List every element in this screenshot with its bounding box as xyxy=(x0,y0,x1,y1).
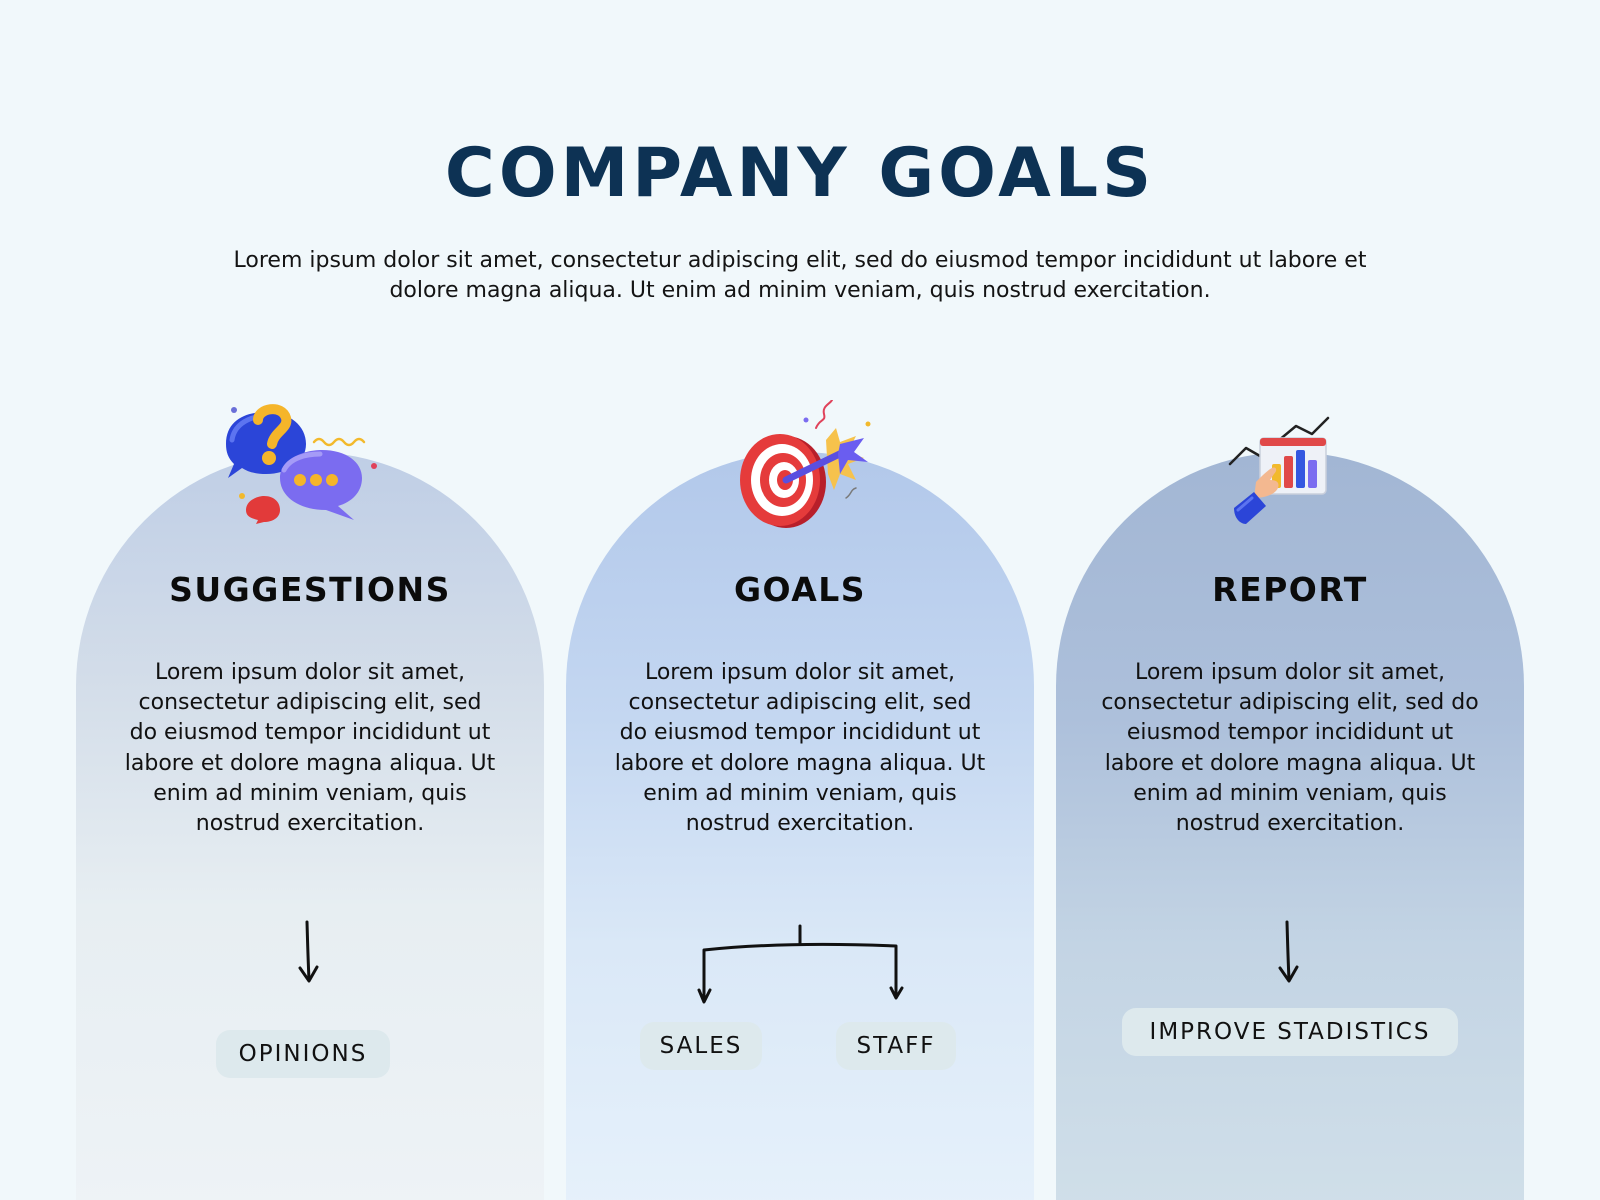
card-text: Lorem ipsum dolor sit amet, consectetur … xyxy=(124,660,496,837)
arrow-down-icon xyxy=(298,920,319,983)
card-title: SUGGESTIONS xyxy=(169,570,451,609)
arrow-down-icon xyxy=(1278,920,1299,983)
tag-staff: STAFF xyxy=(836,1022,956,1070)
chart-report-icon xyxy=(1228,416,1330,524)
page-description: Lorem ipsum dolor sit amet, consectetur … xyxy=(233,248,1367,303)
target-dart-icon xyxy=(740,400,871,528)
card-goals: GOALS Lorem ipsum dolor sit amet, consec… xyxy=(566,452,1034,1200)
speech-bubbles-icon xyxy=(226,404,377,524)
card-text: Lorem ipsum dolor sit amet, consectetur … xyxy=(1101,660,1479,837)
card-report: REPORT Lorem ipsum dolor sit amet, conse… xyxy=(1056,452,1524,1200)
tag-opinions: OPINIONS xyxy=(216,1030,390,1078)
page-title: COMPANY GOALS xyxy=(444,134,1156,213)
branch-arrow-icon xyxy=(697,924,904,1004)
card-title: GOALS xyxy=(733,570,867,609)
card-title: REPORT xyxy=(1212,570,1368,609)
tag-improve-stadistics: IMPROVE STADISTICS xyxy=(1122,1008,1458,1056)
card-text: Lorem ipsum dolor sit amet, consectetur … xyxy=(614,660,986,837)
tag-sales: SALES xyxy=(640,1022,762,1070)
card-suggestions: SUGGESTIONS Lorem ipsum dolor sit amet, … xyxy=(76,452,544,1200)
